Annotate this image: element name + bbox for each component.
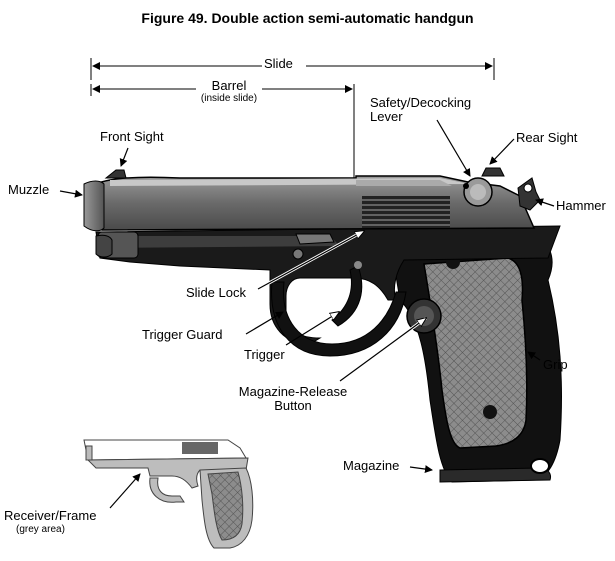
mag-release-label-line2: Button <box>274 398 312 413</box>
slide-lock-shape <box>295 233 335 245</box>
hammer-label: Hammer <box>556 198 606 213</box>
barrel-note: (inside slide) <box>200 93 258 104</box>
receiver-inset <box>83 439 254 549</box>
slide-label: Slide <box>264 56 293 71</box>
rear-sight-label: Rear Sight <box>516 130 578 145</box>
frame <box>95 225 561 345</box>
trigger-guard <box>271 281 407 357</box>
muzzle-label: Muzzle <box>8 182 50 197</box>
grip-screw-bottom <box>483 405 497 419</box>
slide-dimension <box>90 58 495 80</box>
slide-lock-label: Slide Lock <box>186 285 246 300</box>
trigger-label: Trigger <box>244 347 285 362</box>
slide-serrations <box>362 196 450 228</box>
barrel-label: Barrel <box>211 78 247 93</box>
receiver-label: Receiver/Frame <box>4 508 97 523</box>
safety-label-line2: Lever <box>370 109 403 124</box>
muzzle-face <box>83 180 105 232</box>
rear-sight-shape <box>481 167 505 177</box>
figure-title: Figure 49. Double action semi-automatic … <box>141 10 474 26</box>
receiver-note: (grey area) <box>16 524 65 535</box>
hammer-shape <box>517 177 541 211</box>
trigger-shape <box>331 265 363 327</box>
main-handgun <box>83 167 562 483</box>
grip-label: Grip <box>543 357 568 372</box>
front-sight-label: Front Sight <box>100 129 164 144</box>
grip-panel <box>423 257 528 449</box>
trigger-guard-label: Trigger Guard <box>142 327 223 342</box>
magazine-label: Magazine <box>343 458 400 473</box>
lanyard-loop <box>530 458 550 474</box>
leader-lines <box>59 119 555 509</box>
barrel-dimension <box>90 84 355 178</box>
front-sight-shape <box>104 169 127 179</box>
safety-label-line1: Safety/Decocking <box>370 95 472 110</box>
mag-release-label-line1: Magazine-Release <box>238 384 348 399</box>
